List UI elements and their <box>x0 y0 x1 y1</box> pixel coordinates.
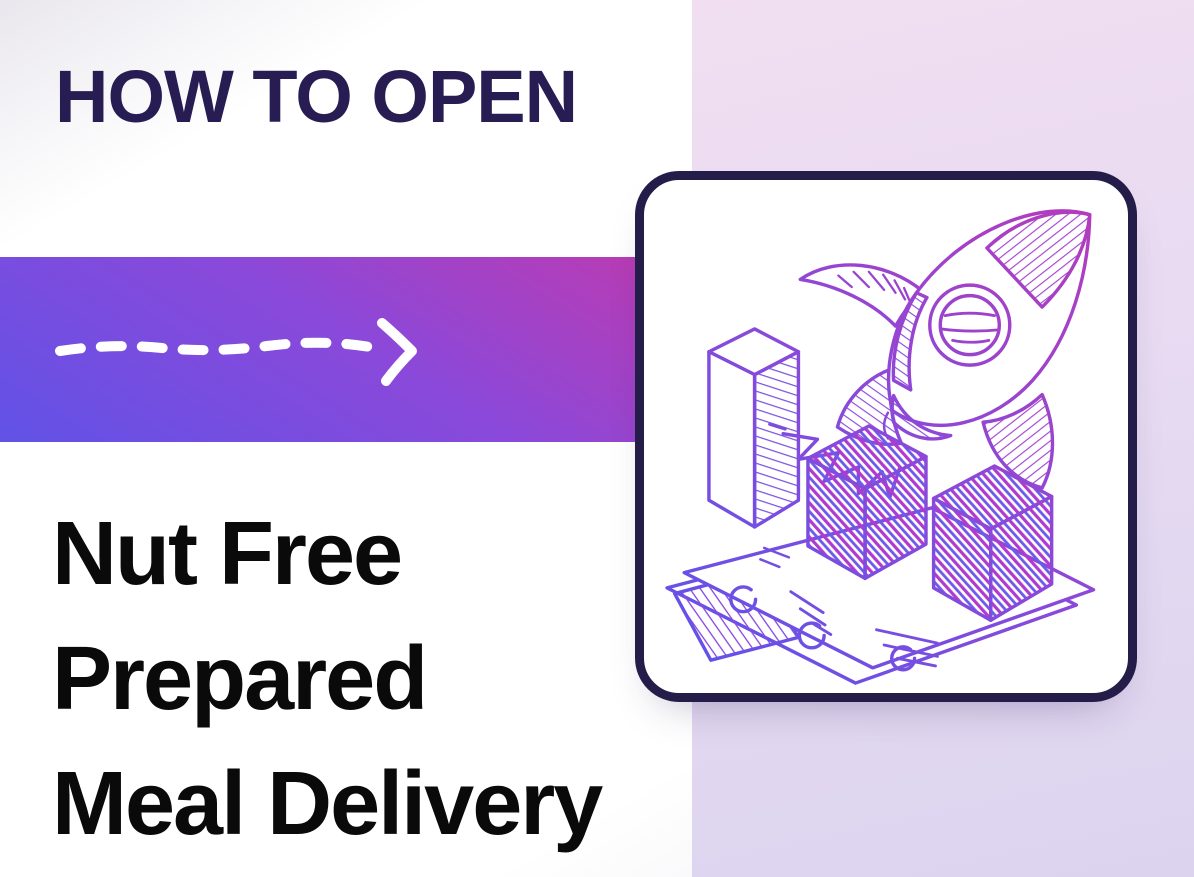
illustration-card <box>635 171 1137 702</box>
headline-line-1: Nut Free <box>52 504 403 604</box>
dashed-arrow-right-icon <box>55 318 417 386</box>
eyebrow-title: HOW TO OPEN <box>55 55 578 138</box>
gradient-band <box>0 257 644 442</box>
rocket-launch-bar-chart-illustration <box>665 209 1096 685</box>
headline: Nut Free Prepared Meal Delivery <box>52 492 603 867</box>
headline-line-2: Prepared <box>52 629 428 729</box>
headline-line-3: Meal Delivery <box>52 754 603 854</box>
